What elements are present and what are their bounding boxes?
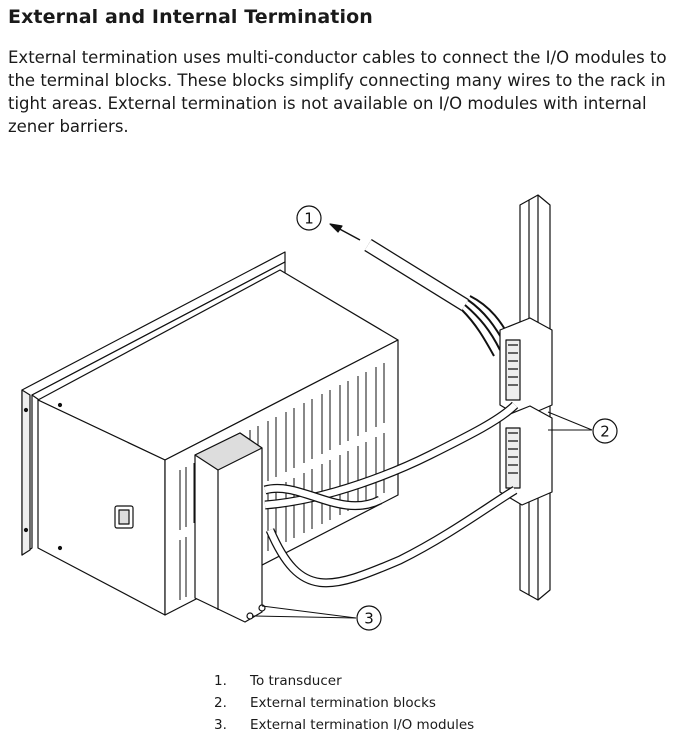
figure-legend: 1. To transducer 2. External termination… bbox=[214, 670, 474, 736]
legend-number: 3. bbox=[214, 717, 227, 733]
termination-block-lower bbox=[499, 405, 553, 506]
legend-text: External termination I/O modules bbox=[250, 717, 475, 733]
legend-text: External termination blocks bbox=[250, 695, 436, 711]
rack-termination-diagram: 1 2 3 bbox=[21, 194, 618, 631]
section-heading: External and Internal Termination bbox=[8, 6, 373, 28]
intro-paragraph: External termination uses multi-conducto… bbox=[8, 48, 667, 136]
legend-number: 2. bbox=[214, 695, 227, 711]
callout-3: 3 bbox=[364, 610, 374, 628]
termination-block-upper bbox=[499, 317, 553, 419]
legend-item: 1. To transducer bbox=[214, 670, 474, 692]
legend-text: To transducer bbox=[250, 673, 342, 689]
callout-2: 2 bbox=[600, 423, 610, 441]
legend-item: 3. External termination I/O modules bbox=[214, 714, 474, 736]
callout-1: 1 bbox=[304, 210, 314, 228]
legend-number: 1. bbox=[214, 673, 227, 689]
legend-item: 2. External termination blocks bbox=[214, 692, 474, 714]
